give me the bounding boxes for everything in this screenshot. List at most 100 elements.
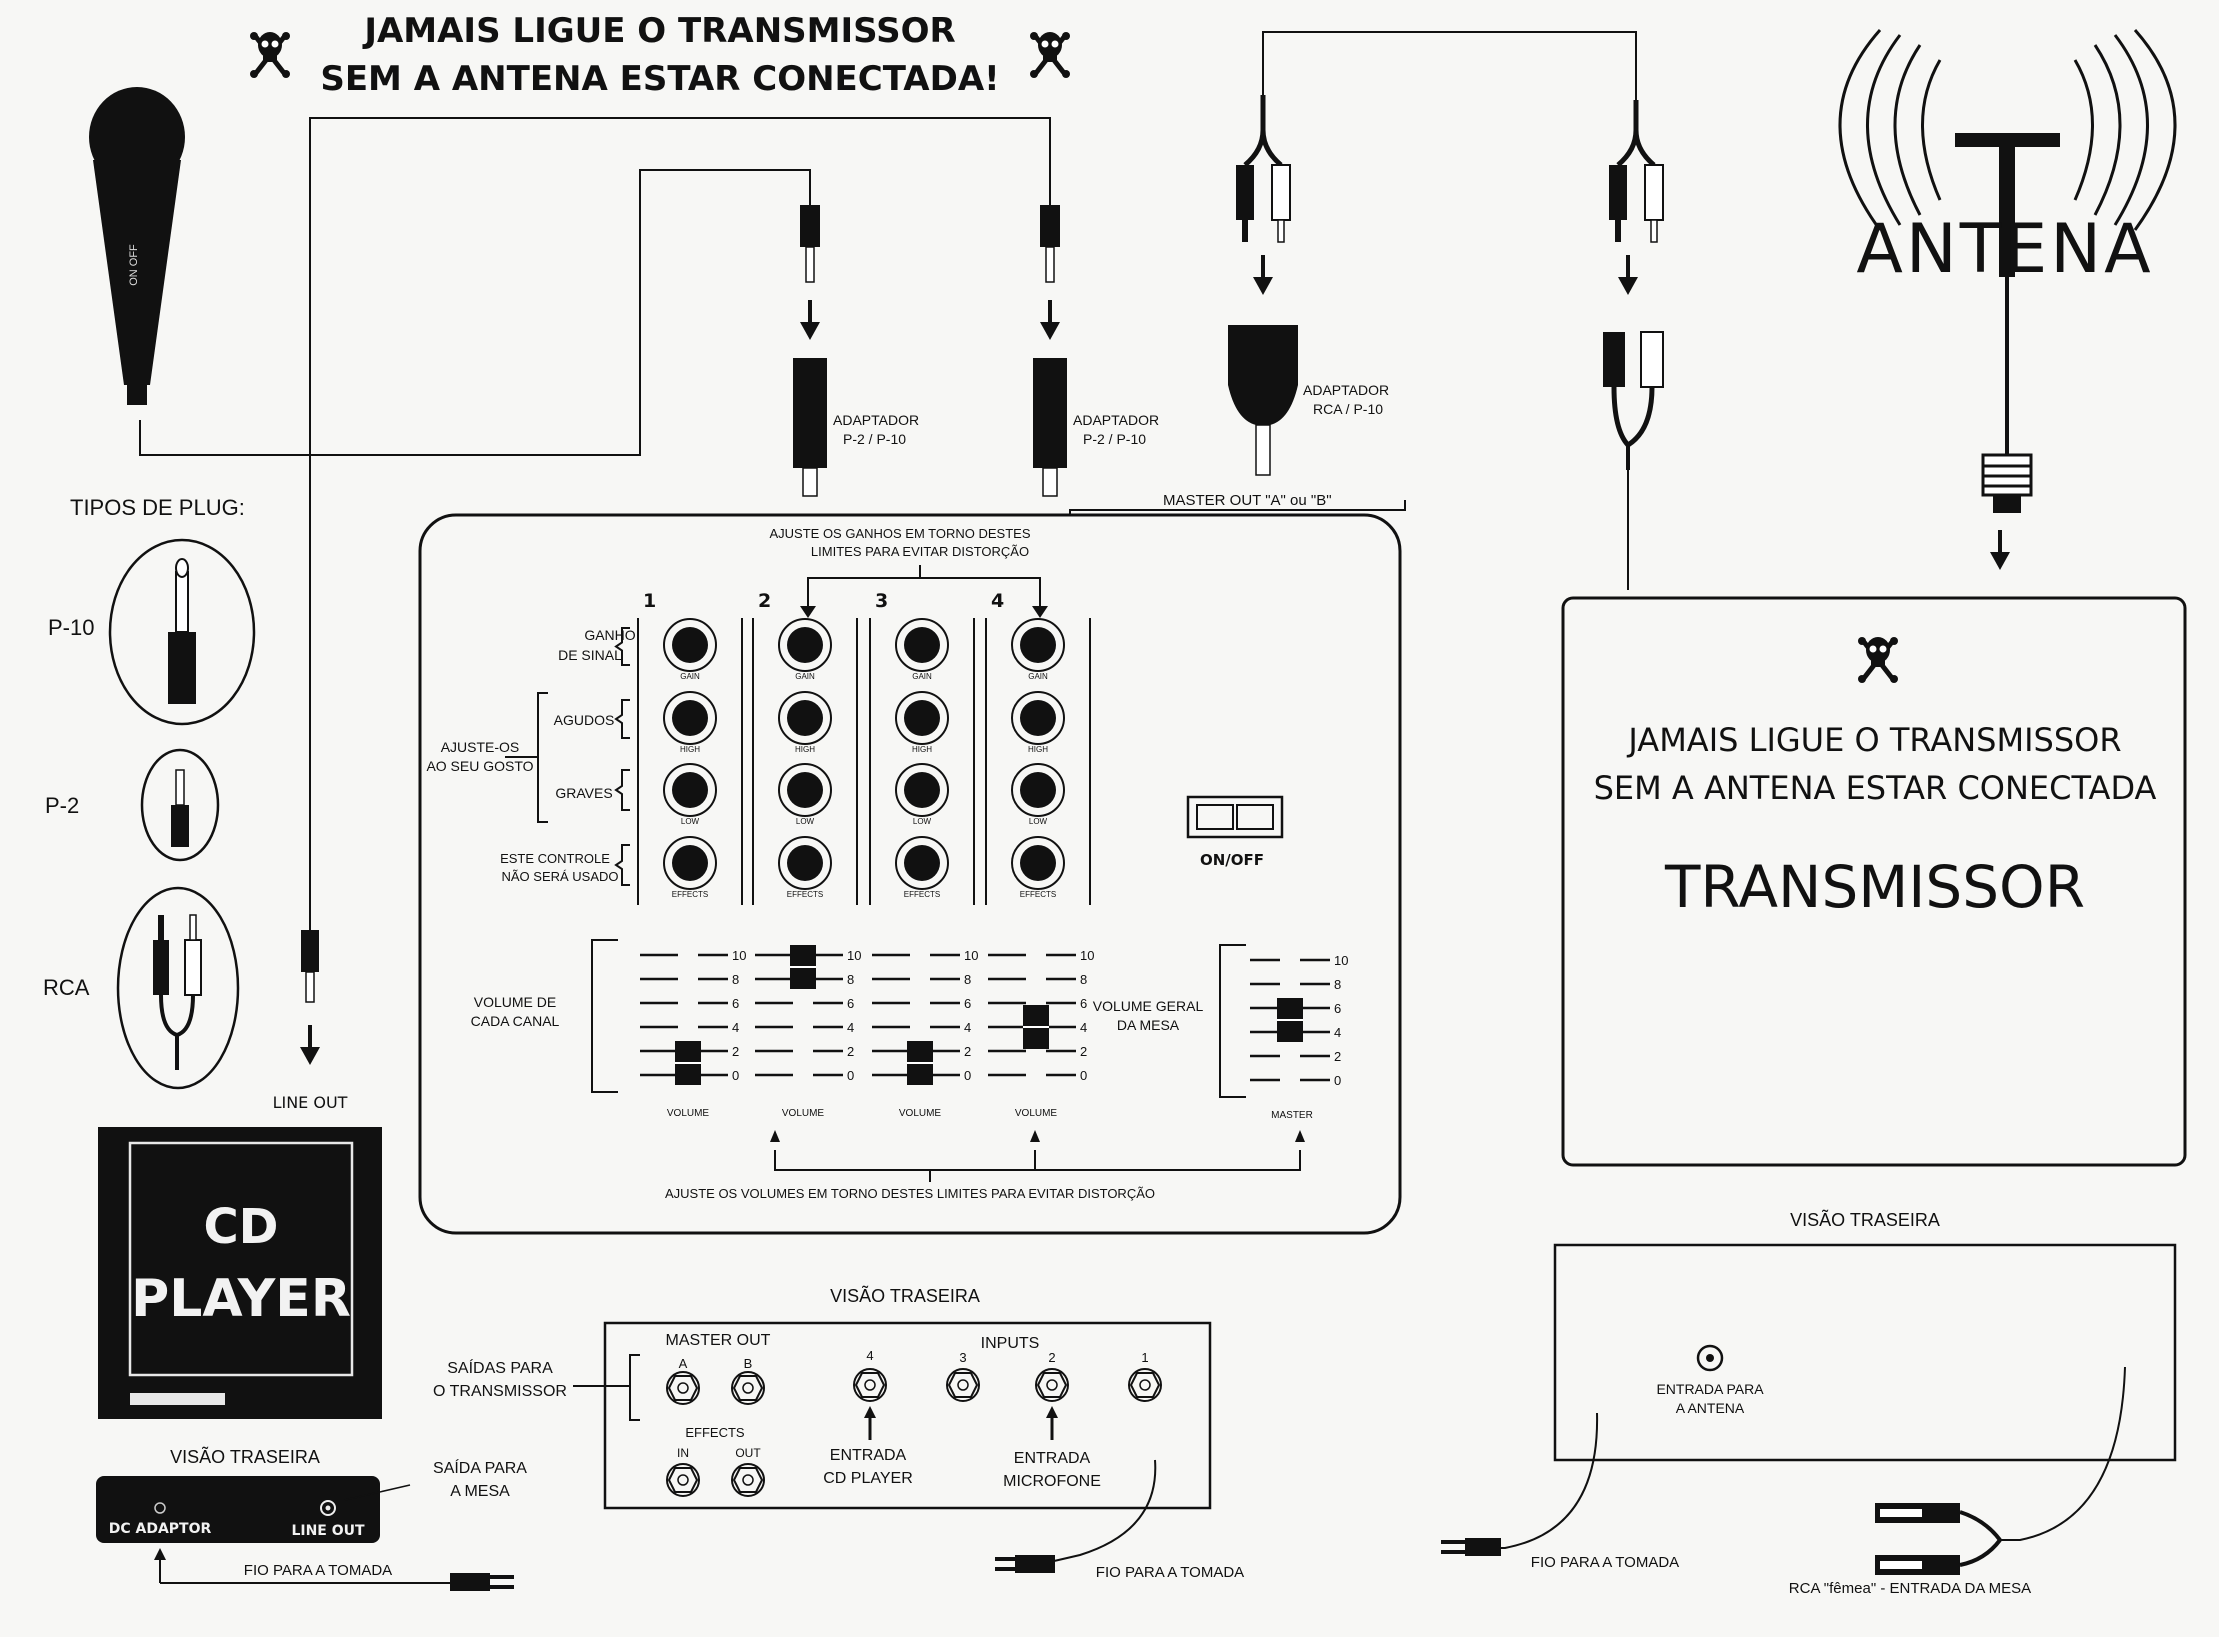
fader-scale-label: 10 <box>964 948 978 963</box>
knob-high[interactable] <box>895 691 949 745</box>
input-4-jack[interactable] <box>853 1368 887 1402</box>
mixer-panel <box>418 513 1402 1235</box>
channel-number: 2 <box>758 590 771 612</box>
knob-high[interactable] <box>778 691 832 745</box>
knob-low[interactable] <box>1011 763 1065 817</box>
gain-note-line1: AJUSTE OS GANHOS EM TORNO DESTES <box>769 526 1030 541</box>
knob-gain[interactable] <box>895 618 949 672</box>
knob-low[interactable] <box>778 763 832 817</box>
cd-line-out-label: LINE OUT <box>291 1523 365 1539</box>
fader-scale-label: 10 <box>1080 948 1094 963</box>
fader-scale-label: 0 <box>1080 1068 1087 1083</box>
channel-faders: 1086420VOLUME1086420VOLUME1086420VOLUME1… <box>640 945 1094 1119</box>
mixer-rear-master-out: MASTER OUT <box>666 1332 771 1349</box>
cables-top <box>139 31 1637 935</box>
knob-low[interactable] <box>663 763 717 817</box>
antenna-input-icon[interactable] <box>1696 1344 1724 1372</box>
volume-canal-line1: VOLUME DE <box>474 994 556 1010</box>
mixer-rear-inputs: INPUTS <box>981 1335 1040 1352</box>
rca-plug-icon <box>153 914 202 1070</box>
knob-label: EFFECTS <box>787 890 823 899</box>
rca-female-plug-icon <box>1875 1503 2002 1575</box>
fader-volume-label: VOLUME <box>667 1108 710 1119</box>
mixer-saidas-line1: SAÍDAS PARA <box>447 1358 553 1377</box>
fader-scale-label: 10 <box>847 948 861 963</box>
cd-player-line1: CD <box>203 1199 278 1255</box>
adapter-b-line1: ADAPTADOR <box>1073 412 1159 428</box>
power-plug-icon <box>450 1573 514 1591</box>
input-3-jack[interactable] <box>946 1368 980 1402</box>
knob-effects[interactable] <box>778 836 832 890</box>
skull-icon <box>250 32 290 78</box>
fader-scale-label: 4 <box>732 1020 739 1035</box>
input-1-jack[interactable] <box>1128 1368 1162 1402</box>
cd-player <box>98 1127 382 1419</box>
power-label: ON/OFF <box>1200 851 1264 869</box>
p2-plug-icon <box>171 769 189 847</box>
effects-in-jack[interactable] <box>666 1463 700 1497</box>
cd-rear-panel <box>96 1476 380 1543</box>
fader-scale-label: 0 <box>847 1068 854 1083</box>
fader-scale-label: 2 <box>1334 1049 1341 1064</box>
mixer-fio-label: FIO PARA A TOMADA <box>1096 1564 1244 1581</box>
knob-gain[interactable] <box>1011 618 1065 672</box>
mixer-saidas-line2: O TRANSMISSOR <box>433 1383 567 1400</box>
antenna-icon <box>1838 29 2177 231</box>
knob-high[interactable] <box>663 691 717 745</box>
entrada-cd-line1: ENTRADA <box>830 1447 907 1464</box>
knob-label: HIGH <box>1028 745 1048 754</box>
fader-scale-label: 8 <box>732 972 739 987</box>
fader-scale-label: 0 <box>1334 1073 1341 1088</box>
input-2-jack[interactable] <box>1035 1368 1069 1402</box>
row-efeito-line1: ESTE CONTROLE <box>500 851 610 866</box>
knob-label: LOW <box>913 817 932 826</box>
knob-gain[interactable] <box>778 618 832 672</box>
effects-in-label: IN <box>677 1446 689 1460</box>
dc-jack-icon <box>154 1502 166 1514</box>
mixer-rear-a: A <box>679 1356 688 1371</box>
knob-label: GAIN <box>795 672 815 681</box>
channel-number: 4 <box>991 590 1004 612</box>
knob-label: EFFECTS <box>904 890 940 899</box>
knob-label: LOW <box>681 817 700 826</box>
knob-label: GAIN <box>1028 672 1048 681</box>
master-out-a-jack[interactable] <box>666 1371 700 1405</box>
rca-femea-label: RCA "fêmea" - ENTRADA DA MESA <box>1789 1580 2031 1597</box>
transmitter-title: TRANSMISSOR <box>1664 853 2085 921</box>
knob-label: GAIN <box>680 672 700 681</box>
master-out-b-jack[interactable] <box>731 1371 765 1405</box>
fader-scale-label: 2 <box>1080 1044 1087 1059</box>
input-number-1: 1 <box>1141 1350 1148 1365</box>
gain-note-line2: LIMITES PARA EVITAR DISTORÇÃO <box>811 544 1029 559</box>
mixer-rear-panel <box>603 1321 1212 1510</box>
knob-low[interactable] <box>895 763 949 817</box>
fader-scale-label: 2 <box>732 1044 739 1059</box>
row-graves: GRAVES <box>555 785 612 801</box>
input-number-2: 2 <box>1048 1350 1055 1365</box>
fader-scale-label: 6 <box>1334 1001 1341 1016</box>
master-out-label: MASTER OUT "A" ou "B" <box>1163 492 1332 509</box>
line-out-cable-label: LINE OUT <box>273 1093 348 1112</box>
fader-scale-label: 6 <box>847 996 854 1011</box>
transmitter-rear-panel <box>1553 1243 2177 1462</box>
knob-high[interactable] <box>1011 691 1065 745</box>
effects-out-jack[interactable] <box>731 1463 765 1497</box>
knob-effects[interactable] <box>1011 836 1065 890</box>
fader-scale-label: 8 <box>1080 972 1087 987</box>
fader-scale-label: 2 <box>964 1044 971 1059</box>
fader-scale-label: 6 <box>732 996 739 1011</box>
fader-volume-label: VOLUME <box>1015 1108 1058 1119</box>
knob-effects[interactable] <box>663 836 717 890</box>
adapter-b-line2: P-2 / P-10 <box>1083 431 1146 447</box>
knob-label: EFFECTS <box>1020 890 1056 899</box>
ajuste-gosto-line2: AO SEU GOSTO <box>426 758 533 774</box>
volume-geral-line1: VOLUME GERAL <box>1093 998 1204 1014</box>
knob-gain[interactable] <box>663 618 717 672</box>
power-switch[interactable] <box>1186 795 1284 839</box>
fader-scale-label: 8 <box>964 972 971 987</box>
knob-label: HIGH <box>795 745 815 754</box>
mixer-rear-title: VISÃO TRASEIRA <box>830 1285 980 1306</box>
knob-effects[interactable] <box>895 836 949 890</box>
row-efeito-line2: NÃO SERÁ USADO <box>501 869 618 884</box>
